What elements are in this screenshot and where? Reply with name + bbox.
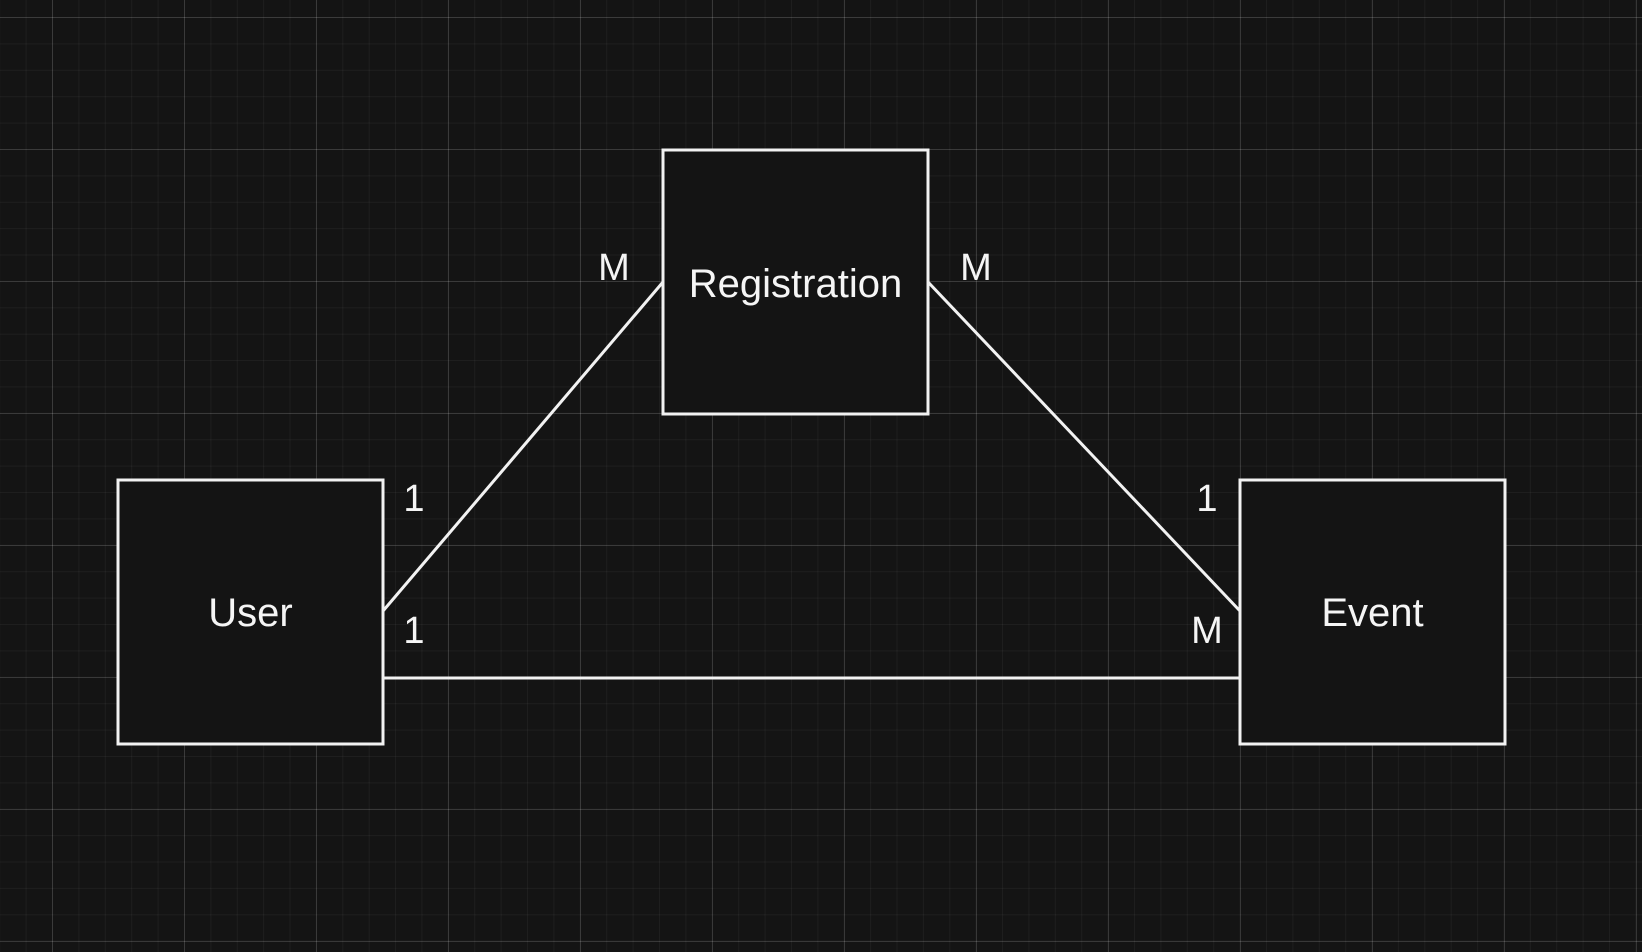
- entity-user[interactable]: User: [116, 478, 385, 746]
- cardinality-user-registration-end: 1: [403, 478, 424, 520]
- entity-user-box[interactable]: [116, 478, 385, 746]
- cardinality-registration-event-end: M: [960, 247, 992, 289]
- entity-event[interactable]: Event: [1238, 478, 1507, 746]
- cardinality-user-event-end: 1: [403, 610, 424, 652]
- entity-event-label: Event: [1321, 591, 1423, 635]
- entity-event-box[interactable]: [1238, 478, 1507, 746]
- entity-user-label: User: [208, 591, 292, 635]
- entity-registration-box[interactable]: [661, 148, 930, 416]
- cardinality-event-registration-end: 1: [1196, 478, 1217, 520]
- cardinality-event-user-end: M: [1191, 610, 1223, 652]
- connector-registration-event: [926, 280, 1242, 613]
- cardinality-registration-user-end: M: [598, 247, 630, 289]
- entity-registration-label: Registration: [689, 262, 902, 306]
- entity-registration[interactable]: Registration: [661, 148, 930, 416]
- connector-user-registration: [381, 281, 665, 612]
